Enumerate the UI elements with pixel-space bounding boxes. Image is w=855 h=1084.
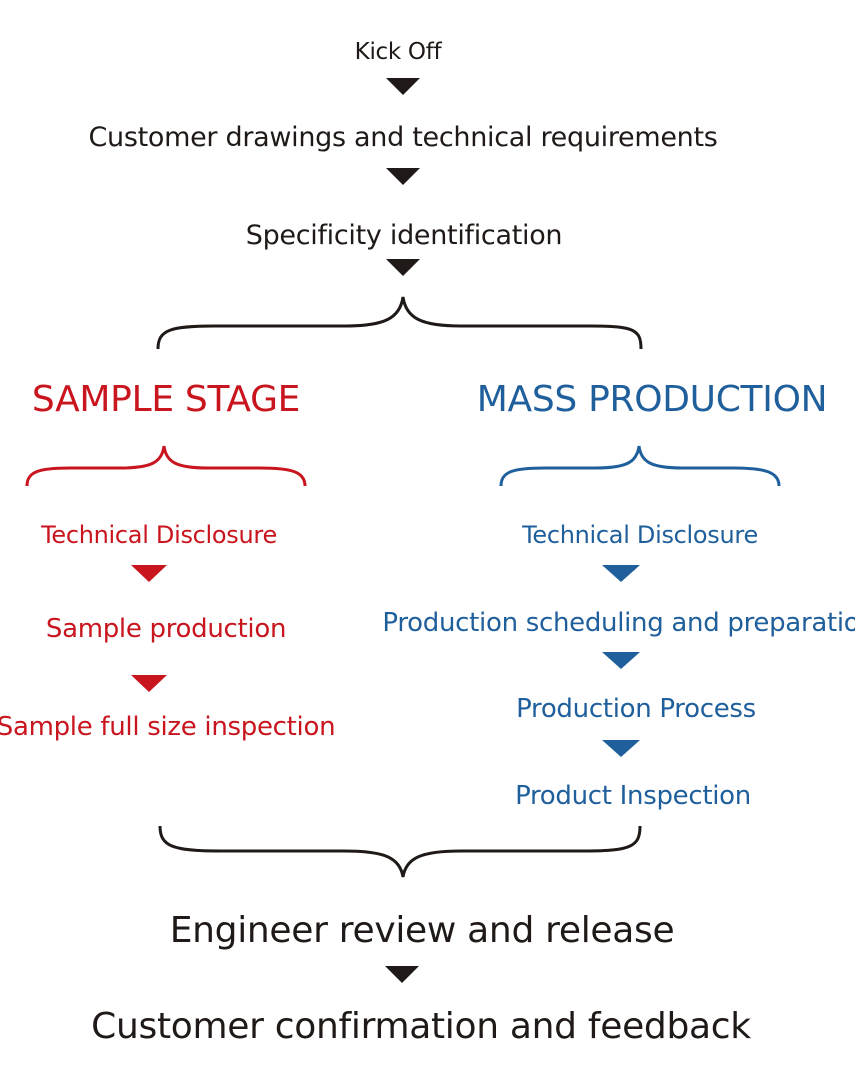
mass-step: Technical Disclosure — [522, 521, 758, 549]
mass-step: Production Process — [516, 694, 756, 724]
confirmation-label: Customer confirmation and feedback — [91, 1006, 751, 1047]
mass-step: Product Inspection — [515, 781, 751, 811]
arrow-down-icon — [386, 78, 420, 95]
split-brace — [156, 296, 643, 350]
mass-production-heading: MASS PRODUCTION — [476, 379, 828, 420]
arrow-down-icon — [131, 565, 167, 582]
arrow-down-icon — [602, 740, 640, 757]
sample-step: Sample production — [45, 614, 287, 644]
review-label: Engineer review and release — [169, 910, 675, 951]
arrow-down-icon — [385, 966, 419, 983]
arrow-down-icon — [602, 652, 640, 669]
drawings-label: Customer drawings and technical requirem… — [88, 122, 718, 153]
kickoff-label: Kick Off — [354, 39, 442, 65]
sample-step: Technical Disclosure — [41, 521, 277, 549]
sample-step: Sample full size inspection — [0, 712, 336, 742]
arrow-down-icon — [386, 259, 420, 276]
arrow-down-icon — [131, 675, 167, 692]
merge-brace — [158, 825, 642, 878]
mass-step: Production scheduling and preparation — [382, 608, 855, 638]
mass-brace — [499, 445, 781, 487]
sample-stage-heading: SAMPLE STAGE — [31, 379, 301, 420]
specificity-label: Specificity identification — [245, 220, 563, 251]
sample-brace — [25, 445, 307, 487]
arrow-down-icon — [602, 565, 640, 582]
arrow-down-icon — [386, 168, 420, 185]
